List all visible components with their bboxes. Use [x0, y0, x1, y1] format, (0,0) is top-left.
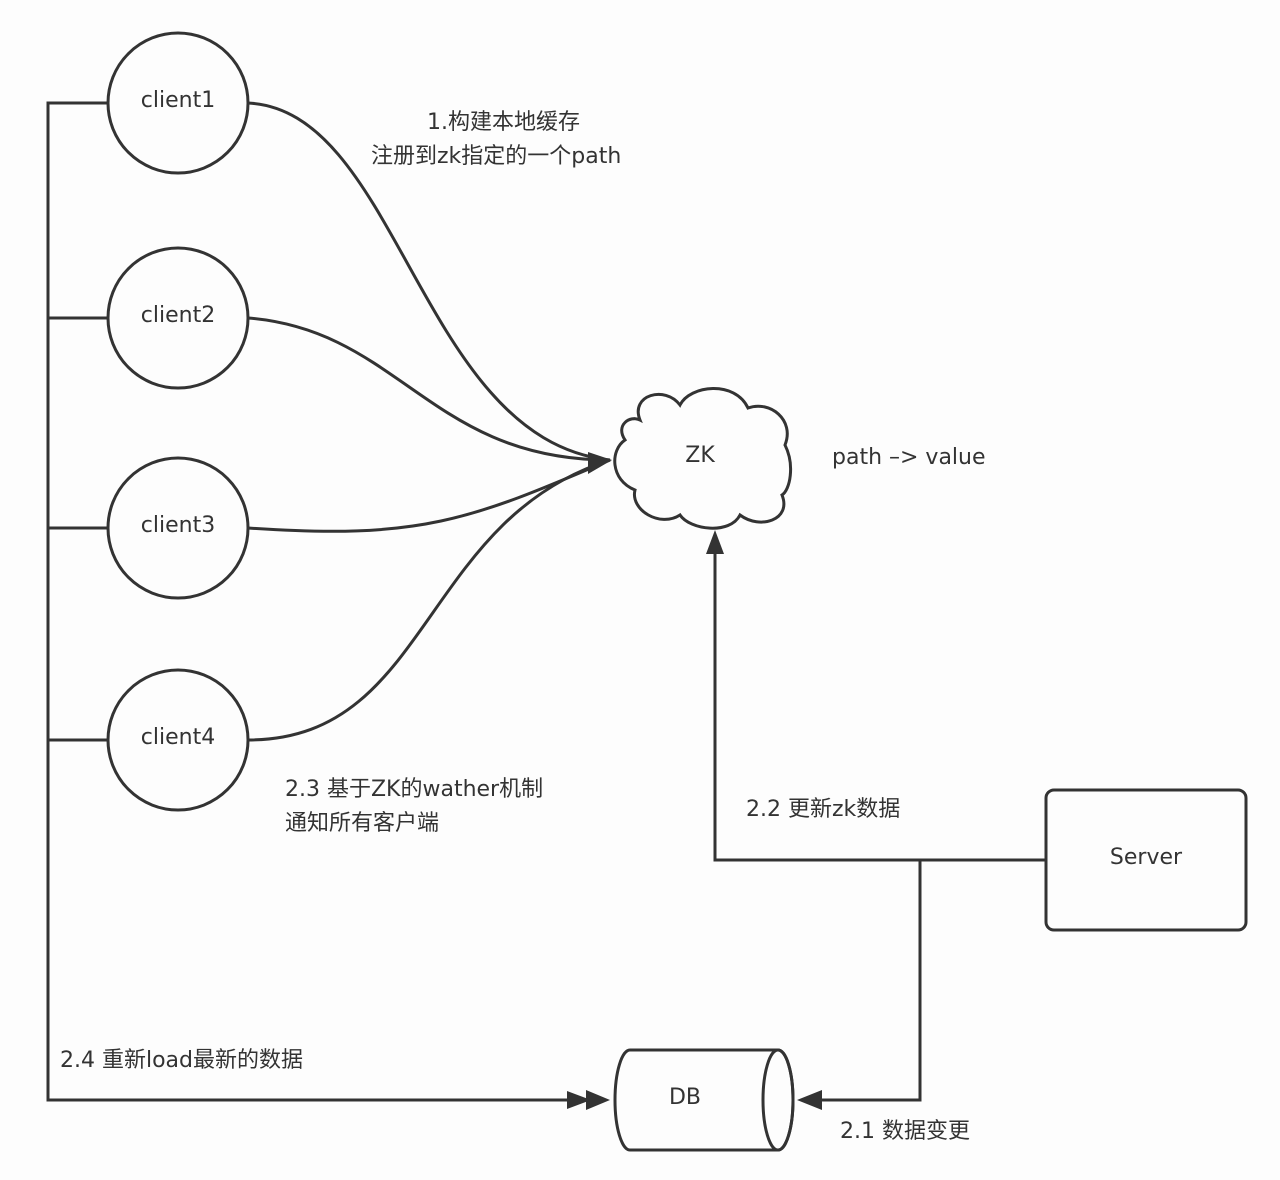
zk-note-label: path –> value [832, 445, 986, 470]
client3-label: client3 [140, 513, 216, 538]
zk-cloud-node[interactable] [613, 387, 793, 530]
edge-client4-zk [247, 458, 611, 742]
client2-label: client2 [140, 303, 216, 328]
db-node-cap [761, 1048, 795, 1152]
server-label: Server [1109, 845, 1183, 870]
edge-client2-zk [247, 316, 611, 462]
step22-label: 2.2 更新zk数据 [746, 797, 901, 822]
arrowhead-zk-in [588, 452, 612, 474]
db-label: DB [668, 1085, 702, 1110]
step1-label-line1: 1.构建本地缓存 [427, 110, 580, 135]
edge-server-db [820, 860, 922, 1102]
client1-label: client1 [140, 88, 216, 113]
step23-label-line1: 2.3 基于ZK的wather机制 [285, 777, 544, 802]
step1-label-line2: 注册到zk指定的一个path [371, 144, 622, 169]
arrowhead-zk-up [706, 530, 724, 554]
arrowhead-db-left [586, 1090, 610, 1110]
client-bus-line [46, 101, 591, 1109]
client4-label: client4 [140, 725, 216, 750]
step23-label-line2: 通知所有客户端 [285, 811, 440, 836]
edge-client3-zk [247, 458, 611, 533]
edge-server-zk [713, 552, 1045, 862]
step24-label: 2.4 重新load最新的数据 [60, 1048, 303, 1073]
server-node[interactable] [1044, 788, 1248, 932]
edge-client1-zk [247, 101, 611, 462]
arrowhead-db-right [797, 1090, 822, 1110]
step21-label: 2.1 数据变更 [840, 1119, 970, 1144]
zk-label: ZK [685, 443, 715, 468]
